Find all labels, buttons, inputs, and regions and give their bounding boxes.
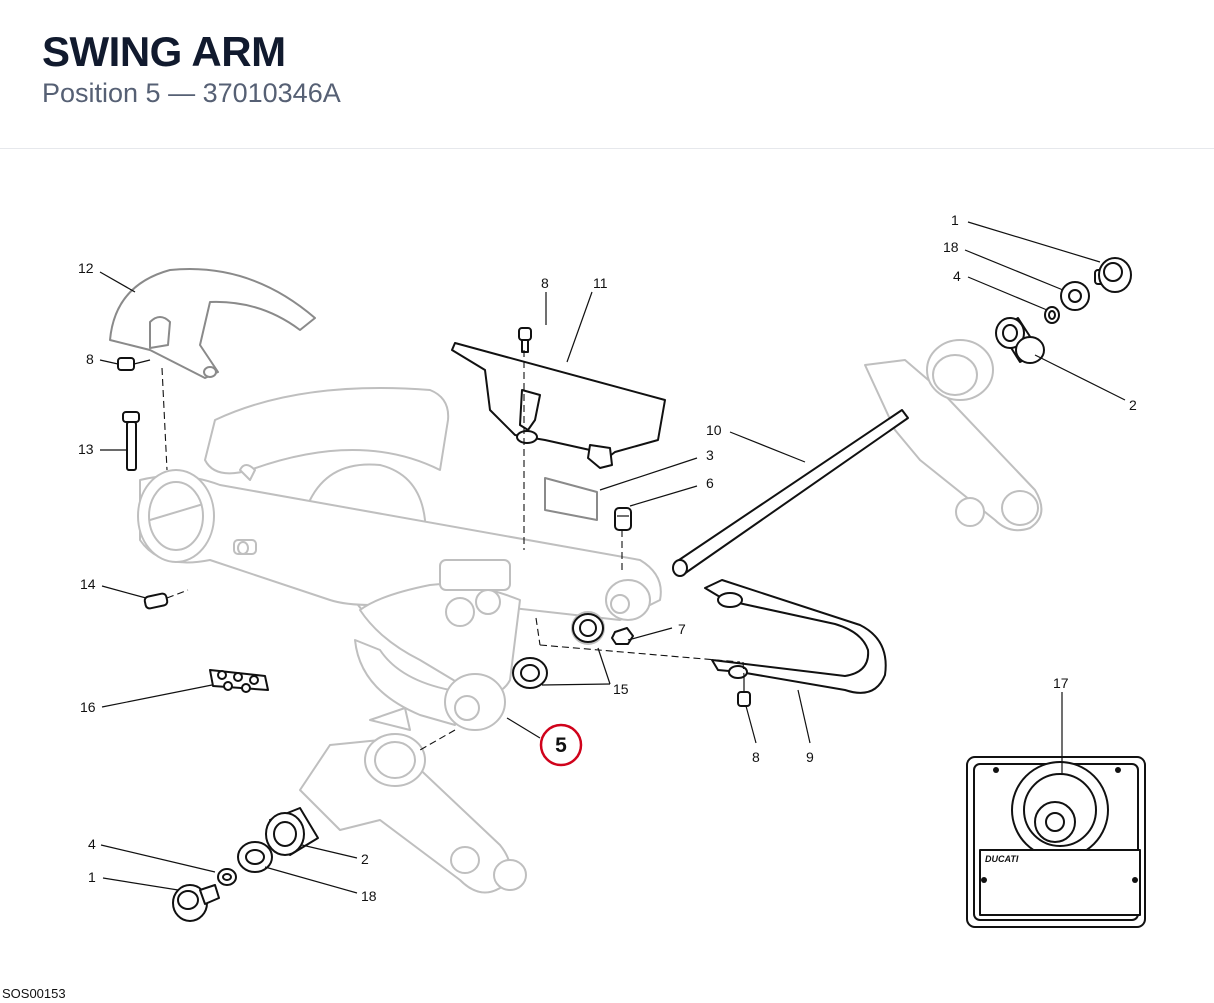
callout-18b: 18 [361,888,377,904]
callout-14: 14 [80,576,96,592]
callout-15: 15 [613,681,629,697]
part-1-bolt-lower [172,884,220,922]
part-17-plate: DUCATI [966,756,1146,928]
part-13-bolt [122,411,140,471]
callout-2a: 2 [1129,397,1137,413]
diagram-code: SOS00153 [2,986,66,1001]
swing-arm-frame [137,387,662,731]
part-7-nut [611,627,634,645]
callout-1a: 1 [951,212,959,228]
callout-1b: 1 [88,869,96,885]
part-3-sticker [544,477,598,521]
part-8-bolt-a [117,357,151,371]
callout-6: 6 [706,475,714,491]
leader-lines [99,221,1126,894]
linkage-right-ghost [864,339,1043,532]
callout-labels: 12 8 13 14 16 8 11 3 6 10 1 18 4 2 7 15 … [78,212,1137,904]
callout-18a: 18 [943,239,959,255]
part-9-slider [704,579,887,694]
part-4-washer-lower [217,868,237,886]
callout-8a: 8 [86,351,94,367]
callout-11: 11 [593,275,608,291]
callout-9: 9 [806,749,814,765]
part-10-shaft [672,409,909,577]
part-11-guard [451,342,666,469]
part-8-bolt-b [518,327,532,353]
callout-3: 3 [706,447,714,463]
callout-4b: 4 [88,836,96,852]
linkage-left-ghost [299,707,527,894]
highlight-label: 5 [555,734,567,757]
plate-brand: DUCATI [985,854,1019,864]
callout-12: 12 [78,260,94,276]
part-2-bushing-lower [265,807,319,856]
part-4-washer-upper [1044,306,1060,324]
callout-4a: 4 [953,268,961,284]
part-6-screw [614,507,632,531]
highlight-marker[interactable]: 5 [539,723,583,767]
part-2-bushing-upper [995,317,1045,364]
header: SWING ARM Position 5 — 37010346A [0,0,1214,149]
part-18-washer-upper [1060,281,1090,311]
page-title: SWING ARM [42,28,286,75]
callout-8b: 8 [541,275,549,291]
part-12-chain-guard [109,268,316,379]
part-1-bolt-upper [1094,257,1132,293]
part-16-chain-link [209,669,269,693]
part-8-bolt-c [737,676,751,707]
callout-7: 7 [678,621,686,637]
part-18-washer-lower [237,841,273,873]
callout-2b: 2 [361,851,369,867]
part-14-pin [143,592,169,610]
callout-8c: 8 [752,749,760,765]
assembly-lines [161,350,745,751]
callout-16: 16 [80,699,96,715]
page-subtitle: Position 5 — 37010346A [42,78,341,108]
callout-17: 17 [1053,675,1069,691]
callout-13: 13 [78,441,94,457]
part-15-bushings [512,613,604,689]
callout-10: 10 [706,422,722,438]
